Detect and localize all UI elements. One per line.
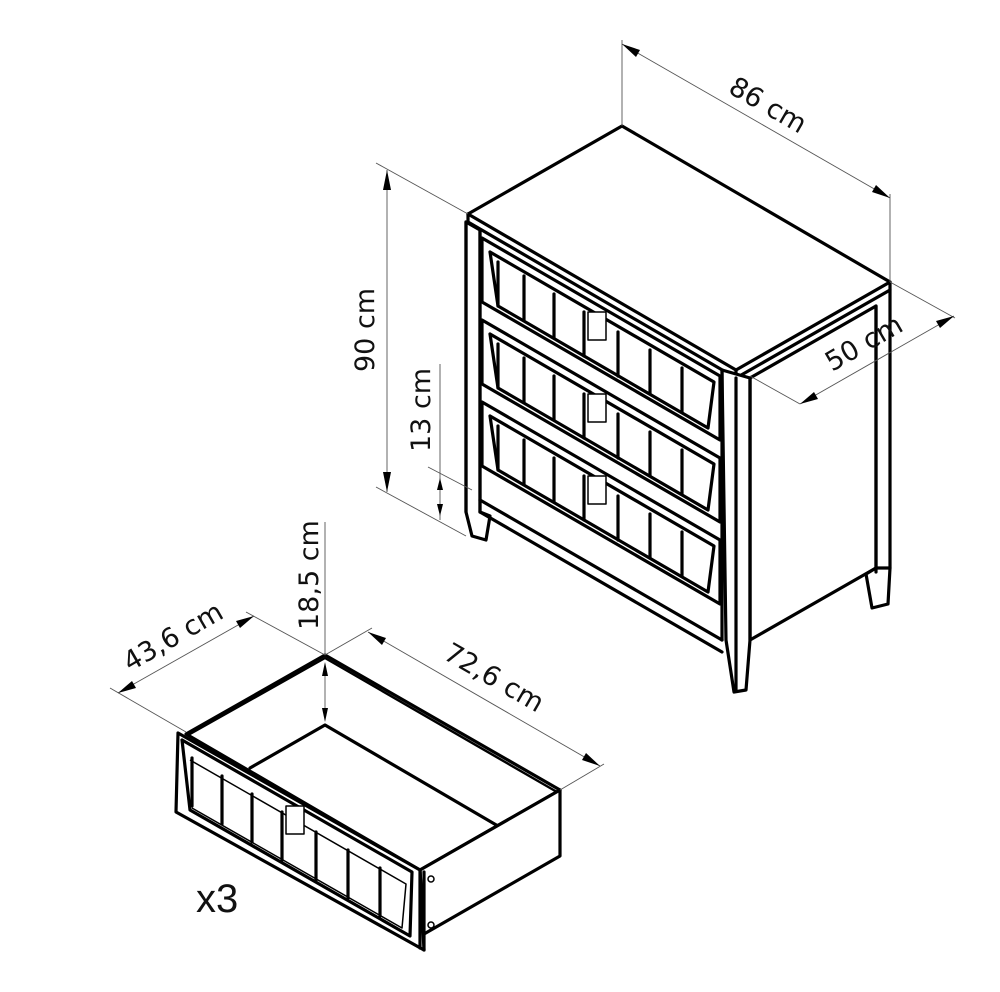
drawer-depth-label: 43,6 cm <box>118 596 229 678</box>
drawer-height-dimension: 18,5 cm <box>294 520 328 722</box>
leg-height-dimension: 13 cm <box>406 364 473 520</box>
drawer-handle <box>587 311 607 341</box>
drawer-handle <box>285 805 305 835</box>
dresser-height-dimension: 90 cm <box>350 162 469 537</box>
drawer-handle <box>587 475 607 505</box>
dresser-drawer-2 <box>480 318 722 524</box>
dresser-width-label: 86 cm <box>724 71 812 140</box>
dresser-drawer-3 <box>480 400 722 606</box>
dresser-height-label: 90 cm <box>350 288 381 372</box>
back-leg <box>864 566 892 610</box>
dresser-illustration <box>464 124 892 694</box>
leg-height-label: 13 cm <box>406 368 437 452</box>
drawer-height-label: 18,5 cm <box>294 520 325 630</box>
drawer-handle <box>587 393 607 423</box>
drawer-width-label: 72,6 cm <box>439 637 550 719</box>
drawer-quantity-label: x3 <box>196 877 238 921</box>
dresser-drawer-1 <box>480 236 722 442</box>
